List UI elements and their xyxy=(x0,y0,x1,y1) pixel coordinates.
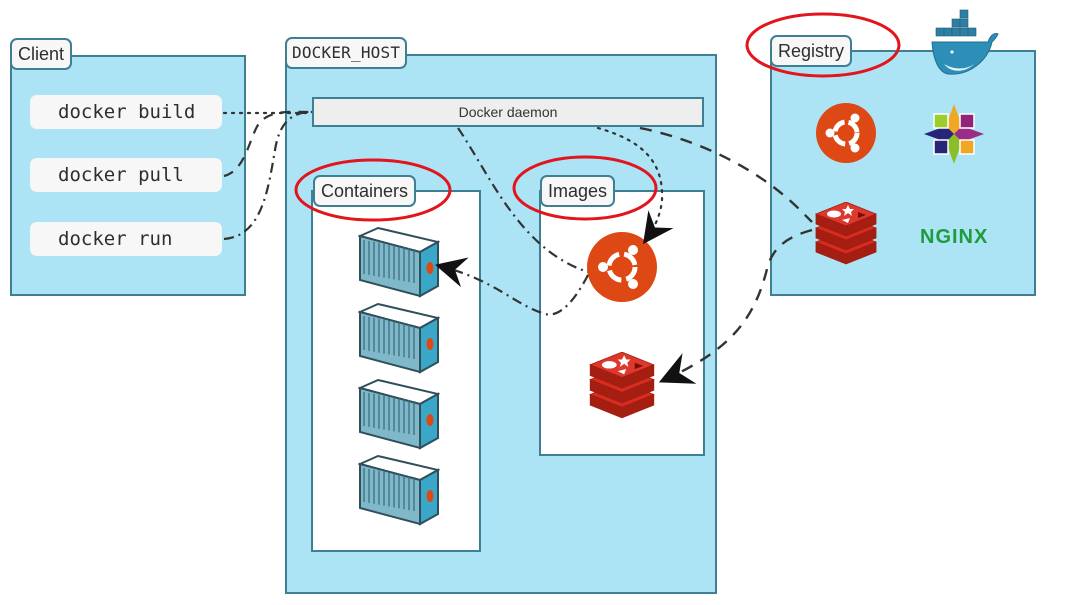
docker-daemon-bar[interactable]: Docker daemon xyxy=(312,97,704,127)
registry-ubuntu-icon xyxy=(816,103,876,163)
container-icon xyxy=(358,454,440,526)
container-icon xyxy=(358,302,440,374)
daemon-to-image-build xyxy=(596,126,674,245)
image-redis-icon xyxy=(589,352,655,419)
registry-highlight-ellipse xyxy=(745,12,901,78)
docker-pull-command[interactable]: docker pull xyxy=(30,158,222,192)
images-label: Images xyxy=(540,175,616,207)
registry-panel xyxy=(770,50,1036,296)
containers-label: Containers xyxy=(313,175,417,207)
containers-highlight-ellipse xyxy=(294,158,452,222)
container-icon xyxy=(358,378,440,450)
images-highlight-ellipse xyxy=(512,155,658,221)
registry-centos-icon xyxy=(924,104,984,164)
client-label: Client xyxy=(10,38,73,70)
run-connector xyxy=(223,110,313,241)
registry-label: Registry xyxy=(770,35,853,67)
image-ubuntu-icon xyxy=(587,232,657,302)
registry-to-image-pull xyxy=(658,228,813,384)
daemon-to-image-run xyxy=(457,127,589,274)
registry-redis-icon xyxy=(814,202,878,265)
pull-connector xyxy=(223,110,313,178)
container-icon xyxy=(358,226,440,298)
docker-build-command[interactable]: docker build xyxy=(30,95,222,129)
daemon-to-registry-pull xyxy=(639,126,813,223)
docker-run-command[interactable]: docker run xyxy=(30,222,222,256)
registry-nginx-logo: NGINX xyxy=(920,226,989,248)
docker-whale-icon xyxy=(931,9,999,75)
image-to-container-run xyxy=(435,257,589,316)
docker-host-label: DOCKER_HOST xyxy=(285,37,408,69)
